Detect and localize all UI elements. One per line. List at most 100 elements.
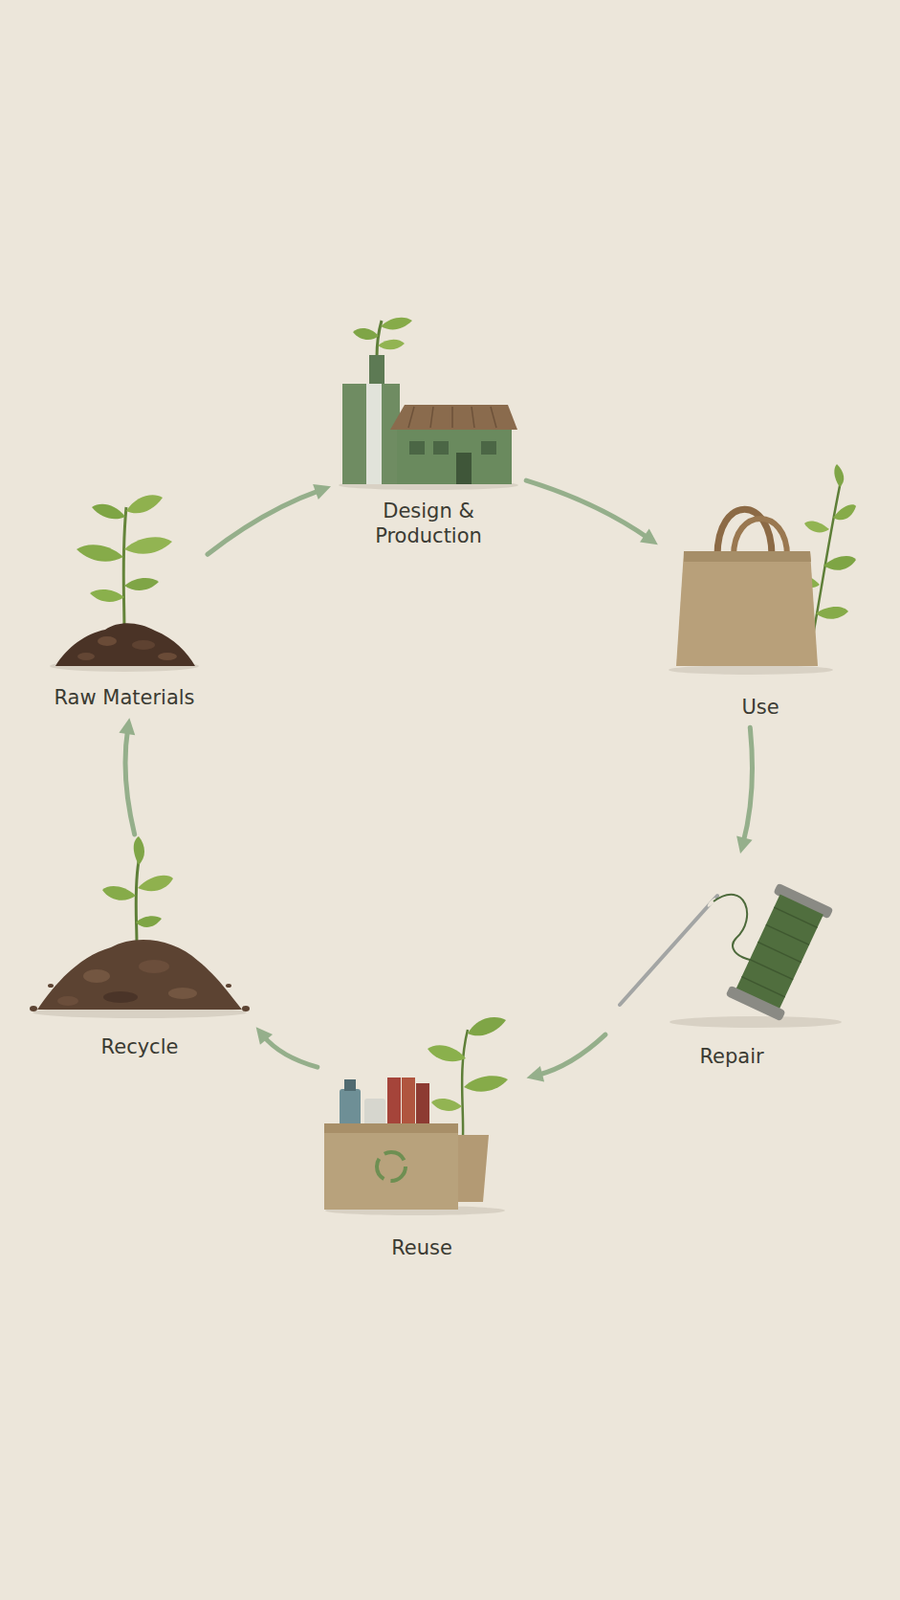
illustration-part bbox=[725, 882, 835, 1022]
illustration-part bbox=[456, 452, 472, 484]
illustration-part bbox=[137, 875, 174, 891]
illustration-part bbox=[669, 1015, 842, 1028]
stage-label: Recycle bbox=[101, 1033, 179, 1059]
sprout-soil-illustration bbox=[47, 489, 201, 672]
illustration-part bbox=[97, 636, 117, 646]
illustration-part bbox=[344, 1078, 356, 1091]
illustration-part bbox=[804, 521, 830, 533]
arrow-line bbox=[526, 480, 649, 538]
illustration-part bbox=[725, 985, 787, 1022]
cycle-arrow bbox=[256, 1026, 318, 1067]
illustration-part bbox=[823, 555, 857, 571]
illustration-part bbox=[366, 383, 382, 484]
illustration-part bbox=[47, 983, 54, 988]
illustration-part bbox=[135, 860, 139, 945]
illustration-part bbox=[396, 426, 512, 484]
arrow-line bbox=[125, 728, 135, 835]
arrow-head bbox=[312, 483, 331, 500]
illustration-part bbox=[369, 354, 385, 388]
illustration-part bbox=[83, 968, 110, 983]
needle-spool-illustration bbox=[612, 860, 852, 1029]
illustration-part bbox=[57, 995, 79, 1006]
illustration-part bbox=[815, 606, 849, 619]
illustration-part bbox=[55, 622, 196, 666]
reuse-box-illustration bbox=[324, 1009, 521, 1216]
illustration-part bbox=[37, 939, 242, 1010]
illustration-part bbox=[376, 320, 382, 357]
illustration-part bbox=[408, 406, 497, 428]
illustration-part bbox=[168, 987, 198, 999]
illustration-part bbox=[376, 1151, 406, 1181]
illustration-part bbox=[433, 440, 449, 455]
cycle-arrow bbox=[118, 717, 135, 835]
illustration-part bbox=[481, 440, 497, 455]
illustration-part bbox=[401, 1076, 416, 1131]
illustration-part bbox=[342, 383, 400, 484]
arrow-head bbox=[526, 1065, 546, 1081]
illustration-part bbox=[741, 906, 817, 997]
stage-node: Raw Materials bbox=[47, 489, 201, 710]
stage-label: Reuse bbox=[391, 1234, 453, 1260]
illustration-part bbox=[29, 1005, 38, 1011]
cycle-arrow bbox=[207, 483, 331, 554]
stage-node: Design & Production bbox=[337, 316, 520, 549]
stage-label: Use bbox=[741, 694, 779, 720]
illustration-part bbox=[427, 1044, 466, 1061]
illustration-part bbox=[705, 896, 717, 908]
illustration-part bbox=[619, 895, 718, 1005]
illustration-part bbox=[102, 885, 136, 900]
illustration-part bbox=[735, 894, 824, 1010]
stage-node: Reuse bbox=[324, 1009, 521, 1260]
illustration-part bbox=[77, 652, 95, 660]
arrow-line bbox=[743, 726, 752, 842]
illustration-part bbox=[352, 328, 379, 340]
stage-node: Recycle bbox=[29, 841, 250, 1059]
factory-illustration bbox=[337, 316, 520, 489]
arrow-head bbox=[256, 1026, 273, 1045]
illustration-part bbox=[683, 550, 812, 562]
arrow-head bbox=[118, 717, 135, 735]
arrow-line bbox=[537, 1033, 606, 1075]
illustration-part bbox=[241, 1005, 250, 1011]
stage-label: Raw Materials bbox=[53, 684, 195, 710]
illustration-part bbox=[133, 835, 145, 865]
stage-label: Repair bbox=[699, 1043, 764, 1069]
arrow-line bbox=[263, 1035, 317, 1068]
illustration-part bbox=[76, 544, 124, 561]
arrow-head bbox=[736, 834, 752, 854]
illustration-part bbox=[157, 652, 177, 660]
illustration-part bbox=[126, 494, 163, 513]
illustration-part bbox=[668, 664, 834, 675]
compost-sprout-illustration bbox=[29, 841, 250, 1019]
stage-node: Use bbox=[664, 469, 857, 720]
illustration-part bbox=[390, 404, 518, 430]
illustration-part bbox=[409, 440, 425, 455]
illustration-part bbox=[138, 959, 170, 973]
illustration-part bbox=[103, 990, 138, 1003]
illustration-part bbox=[324, 1122, 459, 1209]
illustration-part bbox=[733, 518, 788, 556]
illustration-part bbox=[91, 504, 126, 520]
cycle-arrow bbox=[736, 726, 752, 854]
illustration-part bbox=[387, 1076, 401, 1131]
illustration-part bbox=[225, 983, 232, 988]
illustration-part bbox=[123, 506, 127, 634]
illustration-part bbox=[834, 463, 844, 487]
illustration-part bbox=[467, 1016, 506, 1035]
illustration-part bbox=[131, 639, 155, 650]
illustration-part bbox=[124, 577, 159, 591]
arrow-line bbox=[207, 489, 321, 554]
illustration-part bbox=[461, 1029, 468, 1137]
arrow-head bbox=[639, 528, 659, 546]
stage-node: Repair bbox=[612, 860, 852, 1069]
cycle-arrow bbox=[526, 480, 659, 545]
illustration-part bbox=[377, 339, 405, 351]
stage-label: Design & Production bbox=[364, 498, 494, 549]
cycle-arrow bbox=[526, 1033, 606, 1081]
illustration-part bbox=[135, 915, 162, 927]
tote-bag-illustration bbox=[664, 469, 857, 676]
illustration-part bbox=[676, 550, 818, 666]
